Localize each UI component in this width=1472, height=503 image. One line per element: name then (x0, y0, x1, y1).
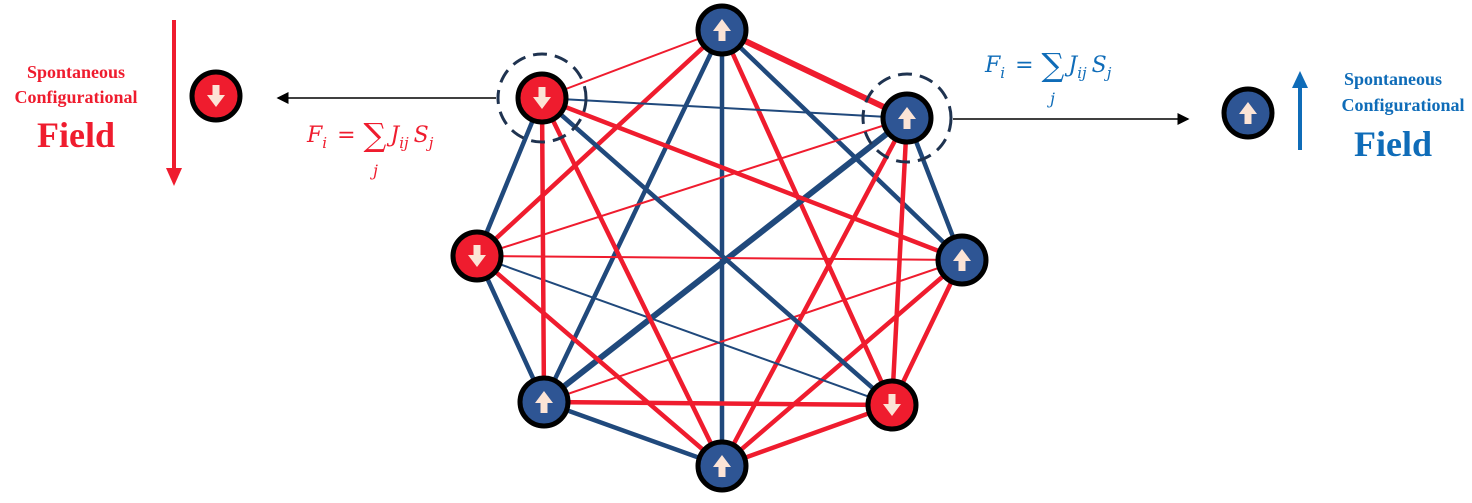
coupling-edges (474, 27, 965, 469)
spin-nodes (450, 3, 989, 493)
coupling-edge (889, 257, 965, 408)
coupling-edge (541, 399, 725, 469)
arrow-down-icon (533, 87, 551, 109)
coupling-edge (539, 95, 965, 263)
left-formula-sum-index: j (370, 161, 378, 180)
arrow-up-icon (1239, 102, 1257, 124)
coupling-edge (543, 259, 963, 403)
left-side-spin-down (189, 69, 243, 123)
coupling-edge (719, 27, 965, 263)
right-label-field: Field (1354, 124, 1432, 164)
coupling-edge (719, 27, 910, 121)
left-field-arrow-down-icon (166, 20, 182, 186)
coupling-edge (541, 27, 725, 405)
arrow-up-icon (713, 455, 731, 477)
arrow-up-icon (953, 249, 971, 271)
right-field-arrow-up-icon (1292, 71, 1308, 150)
left-label-field: Field (37, 115, 115, 155)
left-label-configurational: Configurational (14, 87, 137, 107)
spin-node-upper-left (515, 71, 569, 125)
highlight-dashed-circle (496, 52, 588, 144)
spin-node-top (695, 3, 749, 57)
coupling-edge (476, 255, 893, 406)
right-side-spin-up (1221, 86, 1275, 140)
spin-node-upper-right (880, 91, 934, 145)
coupling-edge (476, 255, 963, 261)
highlight-dashed-circle (861, 72, 953, 164)
coupling-edge (541, 97, 908, 119)
coupling-edge (474, 253, 547, 405)
spin-node-right (935, 233, 989, 287)
left-label-spontaneous: Spontaneous (27, 62, 125, 82)
coupling-edge (541, 29, 723, 99)
connector-arrows (276, 92, 1190, 125)
right-label-spontaneous: Spontaneous (1344, 69, 1442, 89)
coupling-edge (539, 95, 725, 469)
spin-node-lower-right (865, 378, 919, 432)
spin-node-left (450, 229, 504, 283)
arrow-down-icon (468, 245, 486, 267)
coupling-edge (719, 115, 910, 469)
arrow-up-icon (713, 19, 731, 41)
coupling-edge (476, 117, 908, 257)
coupling-edge (719, 27, 895, 408)
left-field-panel: Spontaneous Configurational Field Fi=∑Ji… (14, 20, 434, 186)
spin-node-lower-left (517, 375, 571, 429)
arrow-up-icon (898, 107, 916, 129)
coupling-edge (474, 27, 725, 259)
arrow-up-icon (535, 391, 553, 413)
right-side-spin-node (1221, 86, 1275, 140)
coupling-edge (539, 95, 547, 405)
arrow-down-icon (883, 394, 901, 416)
coupling-edge (539, 95, 895, 408)
spin-node-bottom (695, 439, 749, 493)
coupling-edge (719, 402, 895, 469)
coupling-edge (474, 253, 725, 469)
coupling-edge (541, 399, 895, 408)
right-formula-sum-index: j (1047, 89, 1055, 108)
left-side-spin-node (189, 69, 243, 123)
arrow-down-icon (207, 85, 225, 107)
right-label-configurational: Configurational (1341, 95, 1464, 115)
coupling-edge (889, 115, 910, 408)
coupling-edge (474, 95, 545, 259)
